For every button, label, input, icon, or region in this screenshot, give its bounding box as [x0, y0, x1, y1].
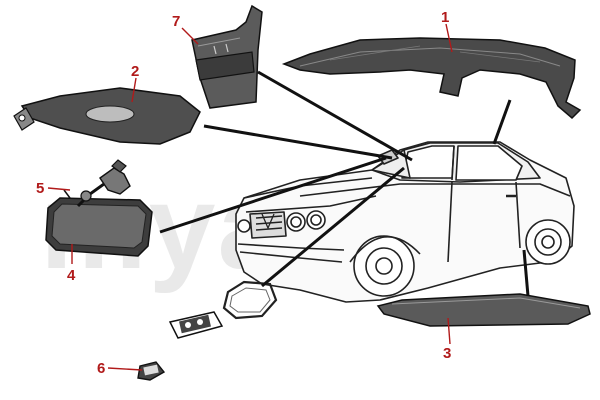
callout-number-5: 5 — [36, 180, 44, 197]
callout-line-2 — [131, 77, 137, 103]
headliner-part — [281, 37, 582, 120]
callout-number-6: 6 — [97, 360, 105, 377]
leader-door-pocket — [257, 70, 413, 162]
leader-lines — [159, 70, 530, 297]
leader-parcel-shelf — [522, 249, 530, 297]
rear-parcel-shelf-part — [376, 293, 591, 327]
callout-line-1 — [445, 23, 453, 53]
callout-number-7: 7 — [172, 13, 180, 30]
callout-group — [47, 23, 453, 371]
rear-view-mirror-part — [45, 159, 153, 257]
door-pocket-part — [191, 4, 263, 109]
sun-visor-part — [13, 87, 201, 145]
callout-line-3 — [447, 317, 451, 345]
callout-line-5 — [47, 187, 71, 191]
leader-mirror — [159, 156, 387, 234]
callout-number-1: 1 — [441, 9, 449, 26]
callout-number-4: 4 — [67, 267, 76, 284]
callout-number-3: 3 — [443, 345, 451, 362]
leader-headliner — [492, 99, 512, 145]
leader-sun-visor — [203, 124, 393, 160]
callout-line-7 — [181, 27, 199, 45]
leader-key-fob — [261, 166, 405, 288]
callout-line-6 — [107, 367, 143, 371]
car-illustration — [235, 141, 575, 303]
callout-labels: 1 2 3 4 5 6 7 — [36, 9, 451, 377]
key-fob-part — [137, 280, 278, 381]
callout-number-2: 2 — [131, 63, 139, 80]
